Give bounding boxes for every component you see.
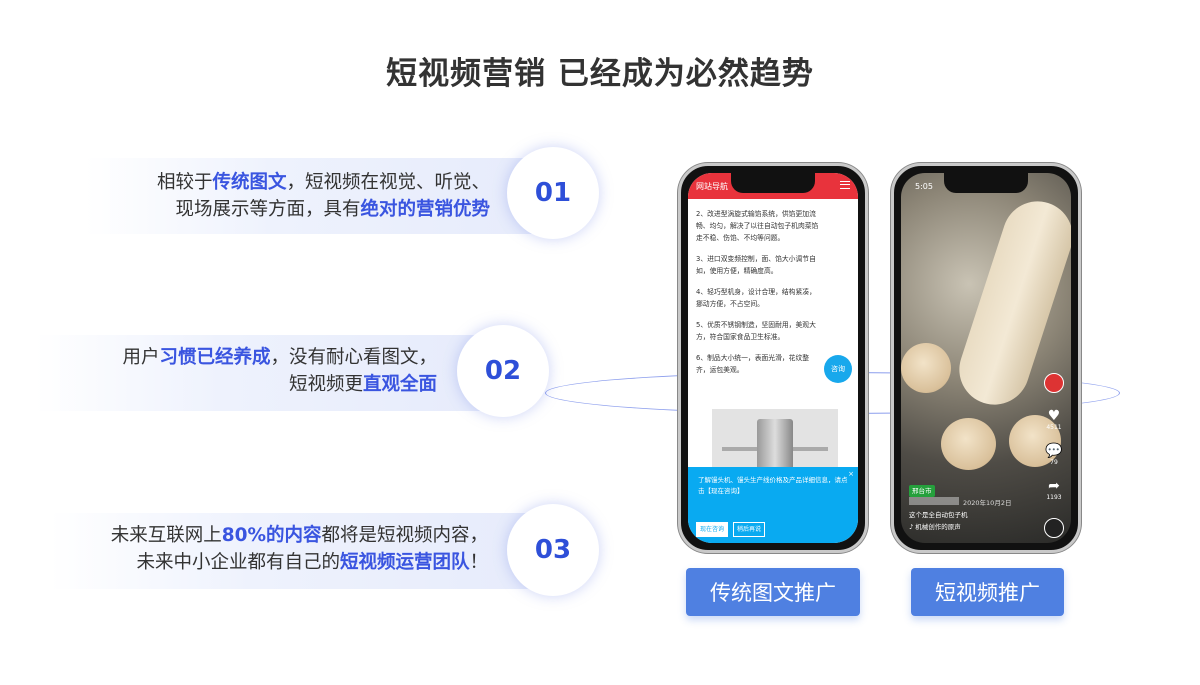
text-segment: ，没有耐心看图文， <box>270 347 437 368</box>
article-paragraph: 6、制品大小统一，表面光滑，花纹整齐，运包美观。 <box>696 354 810 374</box>
blurred-username <box>909 497 959 505</box>
status-time: 5:05 <box>915 182 933 191</box>
point-line: 短视频更直观全面 <box>122 371 437 398</box>
author-avatar[interactable] <box>1043 373 1065 393</box>
share-button[interactable]: ➦1193 <box>1043 478 1065 501</box>
post-date: 2020年10月2日 <box>963 499 1012 507</box>
share-icon: ➦ <box>1048 478 1060 494</box>
video-player[interactable]: 5:05 ♥4511 💬79 ➦1193 邢台市 2020年10月2日 这个是全… <box>901 173 1071 543</box>
ad-text: 了解馒头机、馒头生产线价格及产品详细信息，请点击【现在咨询】 <box>698 476 848 495</box>
location-tag[interactable]: 邢台市 <box>909 485 935 497</box>
point-number-3: 03 <box>507 504 599 596</box>
point-band-1 <box>85 158 555 234</box>
page-title: 短视频营销 已经成为必然趋势 <box>386 56 814 92</box>
like-button[interactable]: ♥4511 <box>1043 408 1065 431</box>
consult-now-button[interactable]: 现在咨询 <box>696 522 729 537</box>
point-band-3 <box>50 513 555 589</box>
point-line: 未来中小企业都有自己的短视频运营团队！ <box>111 549 488 576</box>
video-bun <box>901 343 951 393</box>
comment-icon: 💬 <box>1045 443 1063 459</box>
site-nav-label[interactable]: 网站导航 <box>696 182 728 191</box>
text-segment: 短视频更 <box>288 374 363 395</box>
text-segment: ，短视频在视觉、听觉、 <box>286 172 490 193</box>
highlight-text: 绝对的营销优势 <box>360 199 490 220</box>
highlight-text: 80%的内容 <box>221 525 322 546</box>
text-segment: 未来互联网上 <box>110 525 222 546</box>
highlight-text: 传统图文 <box>212 172 287 193</box>
text-segment: ！ <box>469 552 488 573</box>
music-disc-button[interactable] <box>1043 518 1065 538</box>
music-note-icon: ♪ <box>909 523 916 531</box>
text-segment: 相较于 <box>156 172 213 193</box>
consult-label: 咨询 <box>831 365 845 373</box>
video-bun <box>941 418 996 470</box>
video-bun <box>1009 415 1061 467</box>
point-text-1: 相较于传统图文，短视频在视觉、听觉、现场展示等方面，具有绝对的营销优势 <box>157 169 490 223</box>
point-text-2: 用户习惯已经养成，没有耐心看图文，短视频更直观全面 <box>122 344 437 398</box>
point-line: 未来互联网上80%的内容都将是短视频内容， <box>111 522 488 549</box>
share-count: 1193 <box>1046 494 1062 501</box>
point-text-3: 未来互联网上80%的内容都将是短视频内容，未来中小企业都有自己的短视频运营团队！ <box>111 522 488 576</box>
highlight-text: 习惯已经养成 <box>159 347 271 368</box>
video-caption: 这个是全自动包子机 <box>909 511 968 519</box>
text-segment: 现场展示等方面，具有 <box>175 199 361 220</box>
video-info: 邢台市 2020年10月2日 这个是全自动包子机 ♪ 机械创作的原声 <box>909 485 1011 533</box>
highlight-text: 直观全面 <box>362 374 437 395</box>
text-segment: 未来中小企业都有自己的 <box>136 552 340 573</box>
traditional-promo-button[interactable]: 传统图文推广 <box>686 568 860 616</box>
highlight-text: 短视频运营团队 <box>339 552 470 573</box>
short-video-promo-button[interactable]: 短视频推广 <box>911 568 1064 616</box>
text-segment: 都将是短视频内容， <box>321 525 488 546</box>
consult-ad-banner: × 了解馒头机、馒头生产线价格及产品详细信息，请点击【现在咨询】 现在咨询 稍后… <box>688 467 858 543</box>
point-band-2 <box>35 335 500 411</box>
phone-short-video: 5:05 ♥4511 💬79 ➦1193 邢台市 2020年10月2日 这个是全… <box>891 163 1081 553</box>
article-paragraph: 2、改进型涡旋式输馅系统，供馅更加流畅、均匀，解决了以往自动包子机肉菜馅走不稳、… <box>696 210 819 242</box>
point-line: 现场展示等方面，具有绝对的营销优势 <box>157 196 490 223</box>
comment-button[interactable]: 💬79 <box>1043 443 1065 466</box>
close-icon[interactable]: × <box>848 470 854 478</box>
article-content: 2、改进型涡旋式输馅系统，供馅更加流畅、均匀，解决了以往自动包子机肉菜馅走不稳、… <box>688 208 858 376</box>
article-paragraph: 4、轻巧型机身，设计合理，结构紧凑，挪动方便，不占空间。 <box>696 288 816 308</box>
like-count: 4511 <box>1046 424 1062 431</box>
point-number-2: 02 <box>457 325 549 417</box>
phone-notch <box>731 173 815 193</box>
phone-traditional: 网站导航 2、改进型涡旋式输馅系统，供馅更加流畅、均匀，解决了以往自动包子机肉菜… <box>678 163 868 553</box>
point-number-1: 01 <box>507 147 599 239</box>
heart-icon: ♥ <box>1047 408 1061 424</box>
menu-icon[interactable] <box>840 181 850 189</box>
consult-float-button[interactable]: 咨询 <box>824 355 852 383</box>
article-paragraph: 3、进口双变频控制，面、馅大小调节自如，使用方便，精确度高。 <box>696 255 816 275</box>
text-segment: 用户 <box>122 347 160 368</box>
article-paragraph: 5、优质不锈钢制造，坚固耐用，美观大方，符合国家食品卫生标准。 <box>696 321 816 341</box>
later-button[interactable]: 稍后再说 <box>733 522 766 537</box>
point-line: 用户习惯已经养成，没有耐心看图文， <box>122 344 437 371</box>
music-title[interactable]: 机械创作的原声 <box>915 523 961 531</box>
point-line: 相较于传统图文，短视频在视觉、听觉、 <box>157 169 490 196</box>
phone-notch <box>944 173 1028 193</box>
comment-count: 79 <box>1050 459 1058 466</box>
